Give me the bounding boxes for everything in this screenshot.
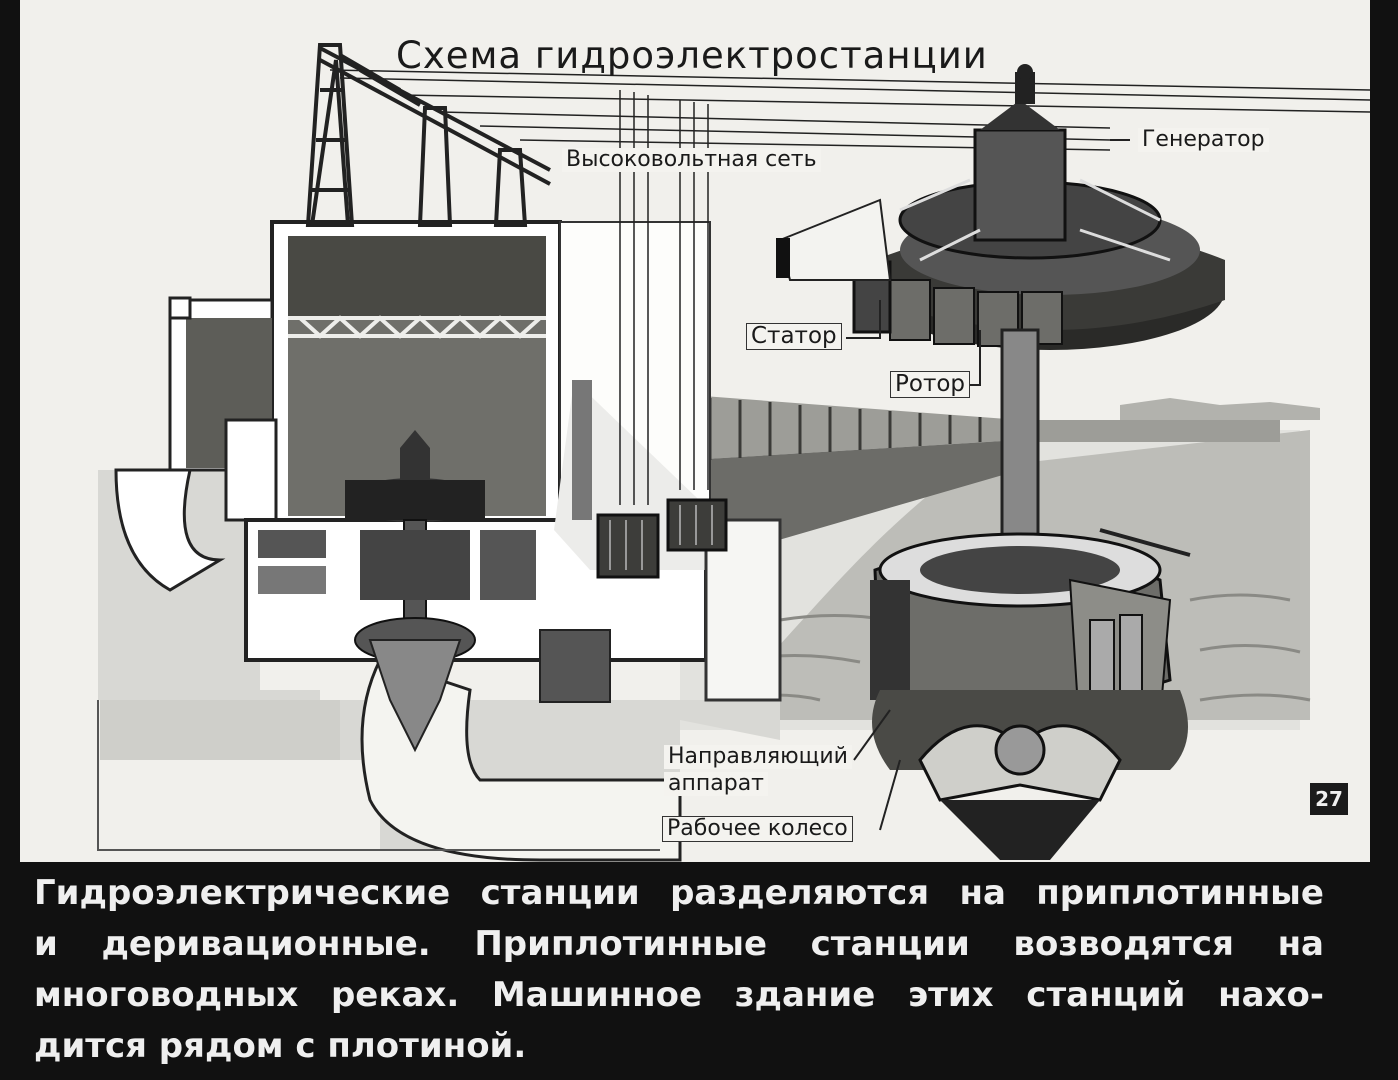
transmission-towers xyxy=(305,43,551,227)
caption: Гидроэлектрические станции разделяются н… xyxy=(34,868,1324,1072)
label-runner: Рабочее колесо xyxy=(662,816,853,843)
hydro-plant-illustration xyxy=(97,43,1370,862)
label-stator: Статор xyxy=(746,323,842,351)
label-guide-apparatus-line2: аппарат xyxy=(664,771,768,797)
label-high-voltage-grid: Высоковольтная сеть xyxy=(562,147,821,173)
turbine-cutaway xyxy=(870,528,1191,860)
slide-number: 27 xyxy=(1310,783,1348,815)
diagram-title: Схема гидроэлектростанции xyxy=(396,34,988,77)
generator-cutaway xyxy=(776,64,1225,350)
diagram-slide: Схема гидроэлектростанции Высоковольтная… xyxy=(20,0,1370,862)
caption-line-3: многоводных реках. Машинное здание этих … xyxy=(34,975,1324,1015)
label-generator: Генератор xyxy=(1138,127,1269,153)
caption-line-4: дится рядом с плотиной. xyxy=(34,1026,527,1066)
label-rotor: Ротор xyxy=(890,371,971,399)
powerhouse xyxy=(168,220,782,703)
caption-line-2: и деривационные. Приплотинные станции во… xyxy=(34,924,1324,964)
transformers xyxy=(596,498,728,579)
label-guide-apparatus-line1: Направляющий xyxy=(664,744,852,770)
label-leaders xyxy=(846,139,1130,831)
powerhouse-turbine xyxy=(345,430,485,753)
foundation xyxy=(97,468,780,862)
caption-line-1: Гидроэлектрические станции разделяются н… xyxy=(34,873,1324,913)
